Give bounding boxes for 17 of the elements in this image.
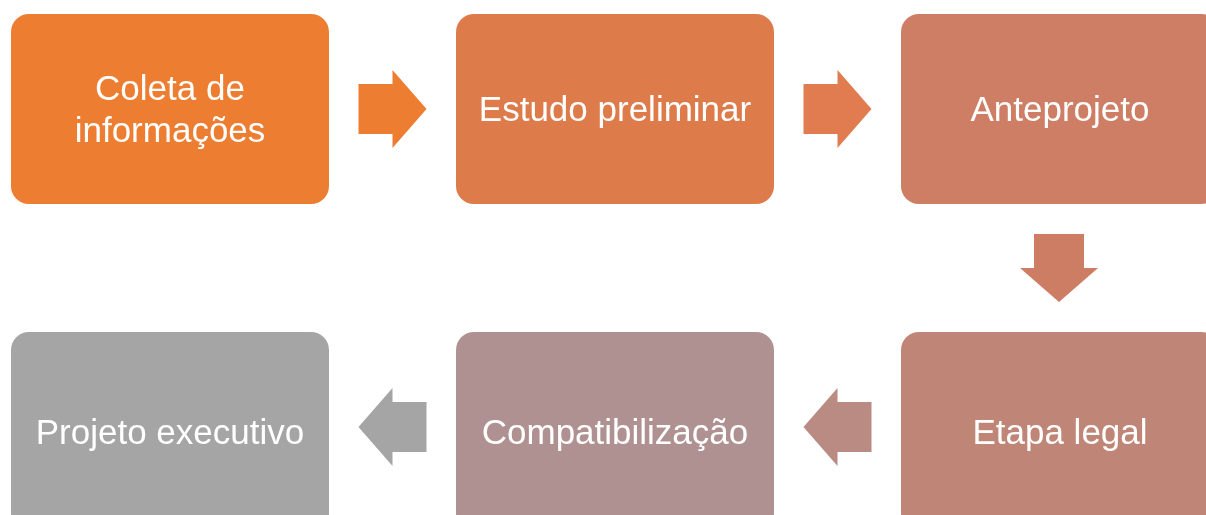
block-arrow xyxy=(1020,234,1098,302)
block-arrow xyxy=(803,388,872,466)
block-arrow xyxy=(803,70,872,148)
block-arrow xyxy=(358,388,427,466)
step-label: Estudo preliminar xyxy=(478,88,752,130)
process-box xyxy=(901,332,1206,515)
step-label: Anteprojeto xyxy=(970,88,1150,130)
process-box xyxy=(456,14,774,204)
step-label: Coleta de informações xyxy=(73,67,267,151)
block-arrow xyxy=(358,70,427,148)
step-label: Projeto executivo xyxy=(35,411,305,453)
process-box xyxy=(11,14,329,204)
step-label: Etapa legal xyxy=(972,411,1148,453)
process-box xyxy=(901,14,1206,204)
process-box xyxy=(456,332,774,515)
process-box xyxy=(11,332,329,515)
step-label: Compatibilização xyxy=(481,411,749,453)
